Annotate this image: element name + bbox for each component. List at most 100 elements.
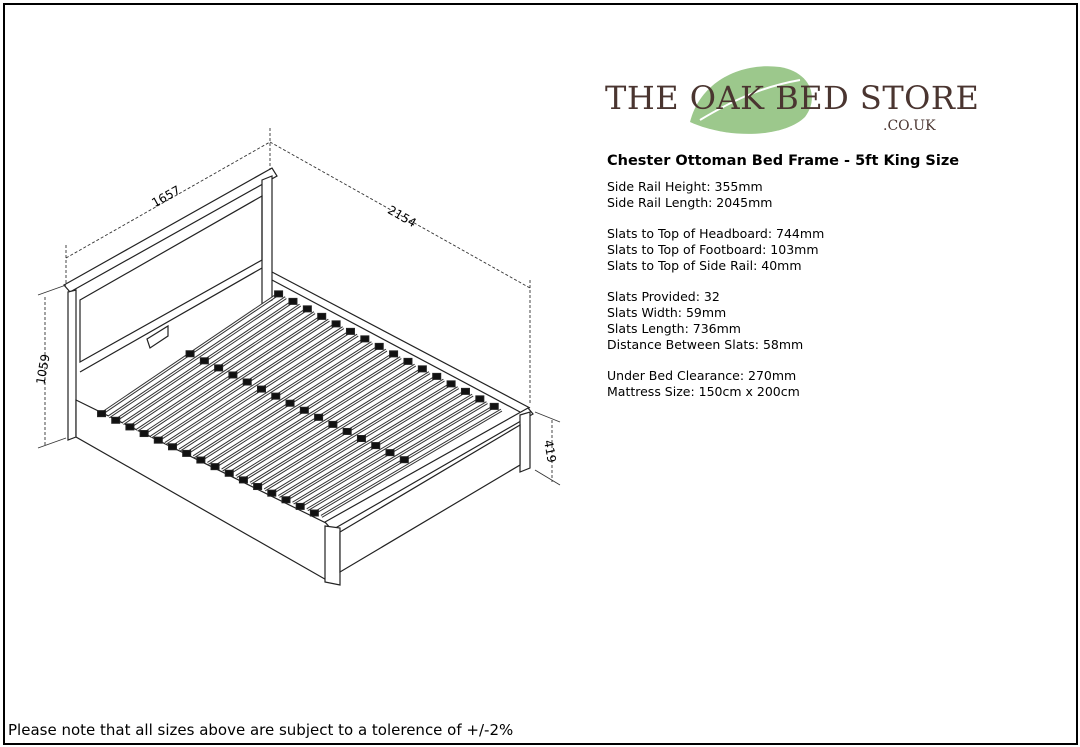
slat-highlight — [250, 372, 430, 484]
slat-highlight — [221, 357, 402, 471]
slat-holder — [360, 335, 370, 343]
slat-holder — [446, 380, 456, 388]
spec-line: Slats Provided: 32 — [607, 289, 720, 304]
slat-highlight — [165, 327, 344, 444]
slat-holder — [210, 463, 220, 471]
length-dimension: 2154 — [385, 203, 418, 230]
slat-holder — [285, 399, 295, 407]
slat-highlight — [264, 379, 445, 491]
slat-holder — [97, 410, 107, 418]
slat-highlight — [108, 297, 287, 418]
slat-holder — [182, 449, 192, 457]
slat-highlight — [150, 319, 330, 438]
slat-holder — [309, 509, 319, 517]
slat-holder — [374, 342, 384, 350]
slat-holder — [281, 496, 291, 504]
spec-line: Slats to Top of Side Rail: 40mm — [607, 258, 802, 273]
slat-holder — [317, 312, 327, 320]
slat-holder — [460, 387, 470, 395]
slat-highlight — [136, 312, 315, 431]
slat-holder — [403, 357, 413, 365]
logo-name: THE OAK BED STORE — [605, 79, 980, 117]
spec-line: Distance Between Slats: 58mm — [607, 337, 804, 352]
slat-holder — [199, 357, 209, 365]
slat-holder — [299, 406, 309, 414]
far-side-rail — [271, 271, 531, 409]
slat-highlight — [292, 394, 473, 504]
slat-holder — [295, 502, 305, 510]
store-logo: THE OAK BED STORE .CO.UK — [600, 62, 979, 137]
logo-domain: .CO.UK — [883, 118, 936, 134]
far-side-rail-inner — [271, 279, 521, 413]
slat-holder — [328, 420, 338, 428]
slat-holder — [185, 350, 195, 358]
spec-line: Slats to Top of Headboard: 744mm — [607, 226, 825, 241]
slat-holder — [274, 290, 284, 298]
slat-holder — [256, 385, 266, 393]
slat-holder — [224, 469, 234, 477]
spec-list: Chester Ottoman Bed Frame - 5ft King Siz… — [607, 152, 959, 415]
slat-holder — [432, 372, 442, 380]
slat-holder — [314, 413, 324, 421]
footboard-right-post — [519, 411, 531, 473]
slat-holder — [111, 416, 121, 424]
spec-line: Mattress Size: 150cm x 200cm — [607, 384, 800, 399]
slat-highlight — [179, 334, 358, 451]
headboard-left-post — [67, 289, 77, 441]
slat-highlight — [306, 402, 488, 511]
slat-holder — [125, 423, 135, 431]
slat-holder — [342, 427, 352, 435]
slat-holder — [214, 364, 224, 372]
slat-holder — [238, 476, 248, 484]
slat-holder — [417, 365, 427, 373]
headboard-height-dimension: 1059 — [34, 353, 53, 386]
slat-holder — [267, 489, 277, 497]
footboard-left-post — [324, 525, 341, 586]
slat-holder — [253, 483, 263, 491]
spec-line: Under Bed Clearance: 270mm — [607, 368, 797, 383]
slat-holder — [153, 436, 163, 444]
slat-highlight — [321, 409, 502, 517]
spec-line: Side Rail Height: 355mm — [607, 179, 763, 194]
dimension-lines — [37, 128, 561, 486]
slat-holder — [242, 378, 252, 386]
slat-highlight — [207, 349, 387, 464]
slat-holder — [399, 456, 409, 464]
slat-highlight — [236, 364, 416, 478]
slat-holder — [228, 371, 238, 379]
slat-holder — [389, 350, 399, 358]
slat-holder — [139, 430, 149, 438]
lift-handle — [146, 324, 169, 349]
headboard-panel — [79, 194, 263, 364]
slat-holder — [356, 435, 366, 443]
slat-highlight — [122, 304, 301, 425]
slat-holder — [345, 327, 355, 335]
tolerance-note: Please note that all sizes above are sub… — [8, 721, 514, 739]
spec-line: Slats Width: 59mm — [607, 305, 727, 320]
headboard-rail — [79, 267, 263, 373]
slat-holder — [302, 305, 312, 313]
headboard-right-post — [261, 175, 273, 306]
spec-line: Side Rail Length: 2045mm — [607, 195, 773, 210]
footboard-panel — [339, 423, 521, 574]
product-title: Chester Ottoman Bed Frame - 5ft King Siz… — [607, 153, 960, 169]
slat-holder — [196, 456, 206, 464]
width-dimension: 1657 — [149, 183, 183, 210]
spec-line: Slats Length: 736mm — [607, 321, 741, 336]
slat-holder — [331, 320, 341, 328]
headboard-cap — [63, 167, 278, 293]
slat-holder — [288, 297, 298, 305]
footboard-height-dimension: 419 — [541, 439, 559, 464]
slat-holder — [271, 392, 281, 400]
slat-holder — [371, 442, 381, 450]
slat-holder — [167, 443, 177, 451]
oak-leaf-icon — [690, 66, 812, 134]
slats — [97, 290, 503, 518]
slat-highlight — [278, 387, 459, 497]
slat-highlight — [193, 342, 373, 458]
